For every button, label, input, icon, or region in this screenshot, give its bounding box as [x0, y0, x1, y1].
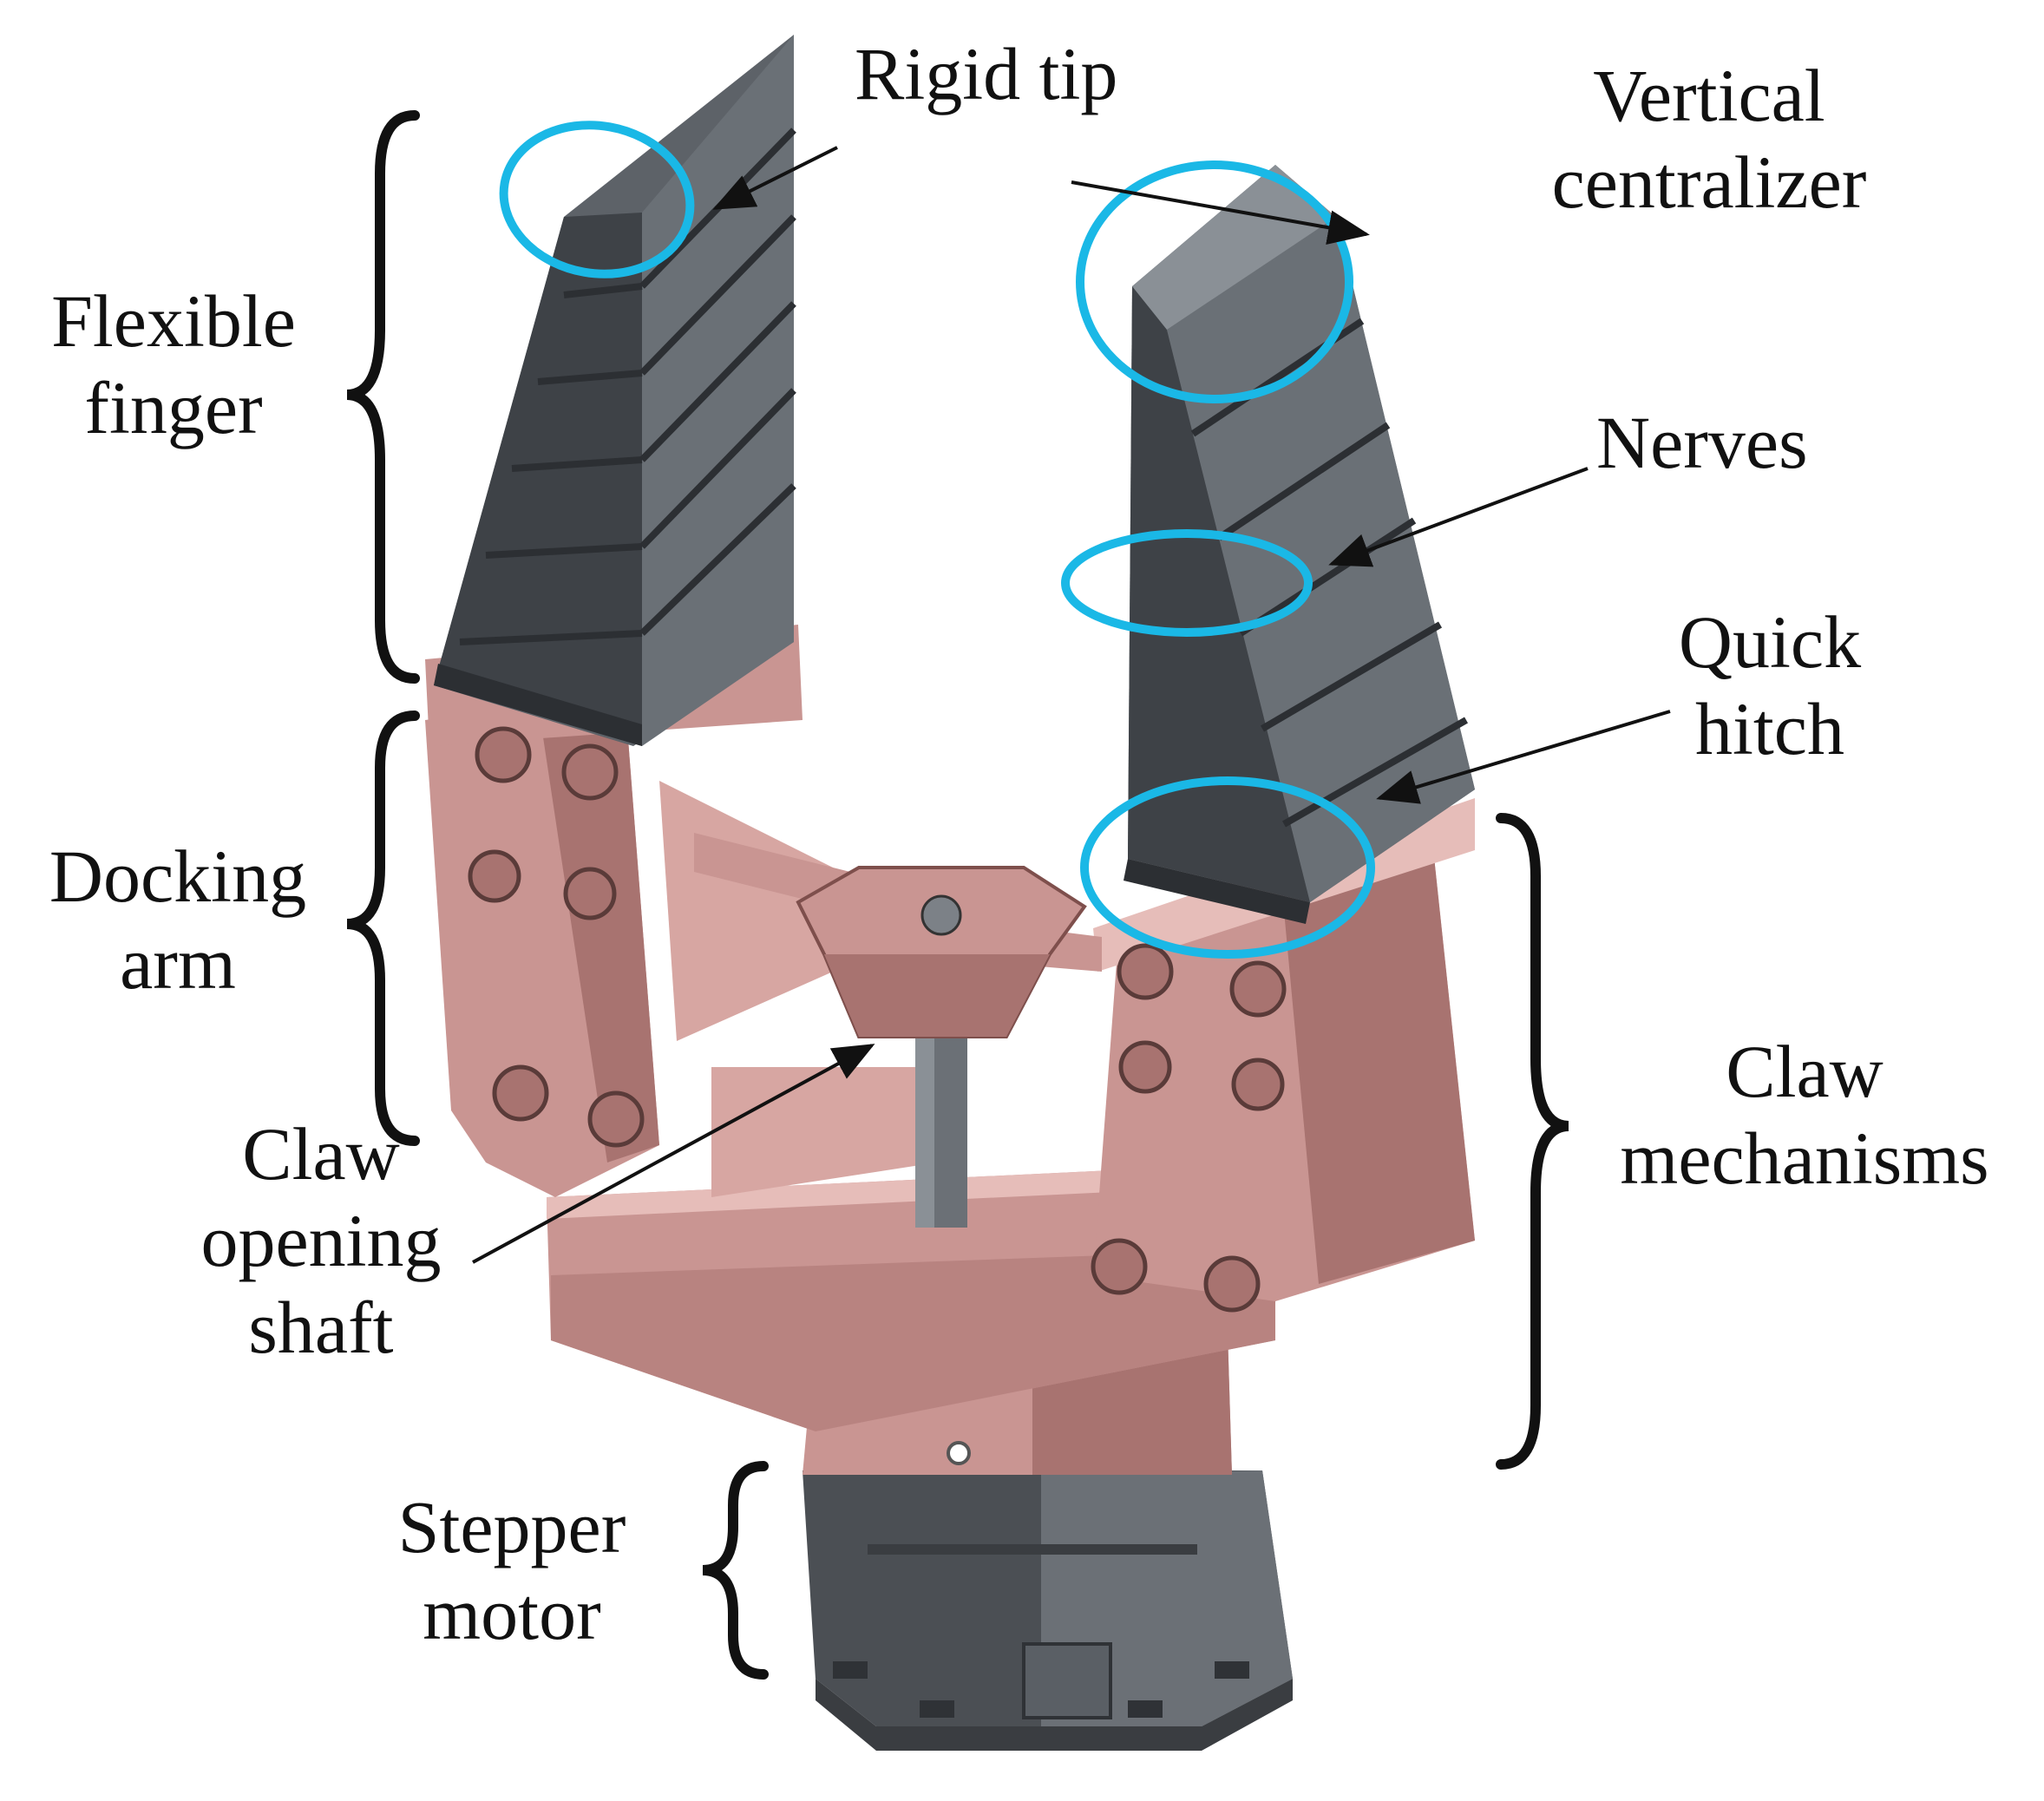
vertical-centralizer-arrow	[1071, 180, 1370, 246]
vertical-centralizer-highlight	[1076, 160, 1353, 403]
rigid-tip-arrow	[712, 146, 838, 210]
left-flexible-finger	[434, 35, 796, 746]
nerves-label: Nerves	[1596, 401, 1808, 484]
stepper-motor-brace	[702, 1461, 769, 1680]
docking-arm-label: Docking arm	[49, 835, 307, 1005]
quick-hitch-arrow	[1376, 710, 1671, 804]
docking-arm-brace	[346, 711, 420, 1146]
claw-opening-shaft-label: Claw opening shaft	[200, 1112, 442, 1369]
quick-hitch-highlight	[1080, 776, 1375, 959]
claw-mechanisms-brace	[1496, 813, 1569, 1470]
claw-mechanisms-label: Claw mechanisms	[1620, 1030, 1989, 1200]
nerves-highlight	[1061, 529, 1313, 637]
quick-hitch-label: Quick hitch	[1678, 600, 1862, 770]
claw-base-frame	[547, 1067, 1275, 1431]
right-flexible-finger	[1124, 165, 1475, 924]
stepper-motor	[803, 1470, 1293, 1751]
flexible-finger-brace	[346, 110, 420, 684]
flexible-finger-label: Flexible finger	[51, 279, 296, 449]
claw-opening-shaft-arrow	[472, 1044, 875, 1264]
central-hub	[694, 833, 1102, 1038]
claw-opening-shaft-part	[915, 1011, 967, 1228]
rigid-tip-label: Rigid tip	[855, 32, 1118, 115]
stepper-motor-label: Stepper motor	[397, 1485, 626, 1655]
nerves-arrow	[1328, 467, 1589, 567]
vertical-centralizer-label: Vertical centralizer	[1551, 54, 1867, 224]
rigid-tip-highlight	[499, 121, 695, 278]
